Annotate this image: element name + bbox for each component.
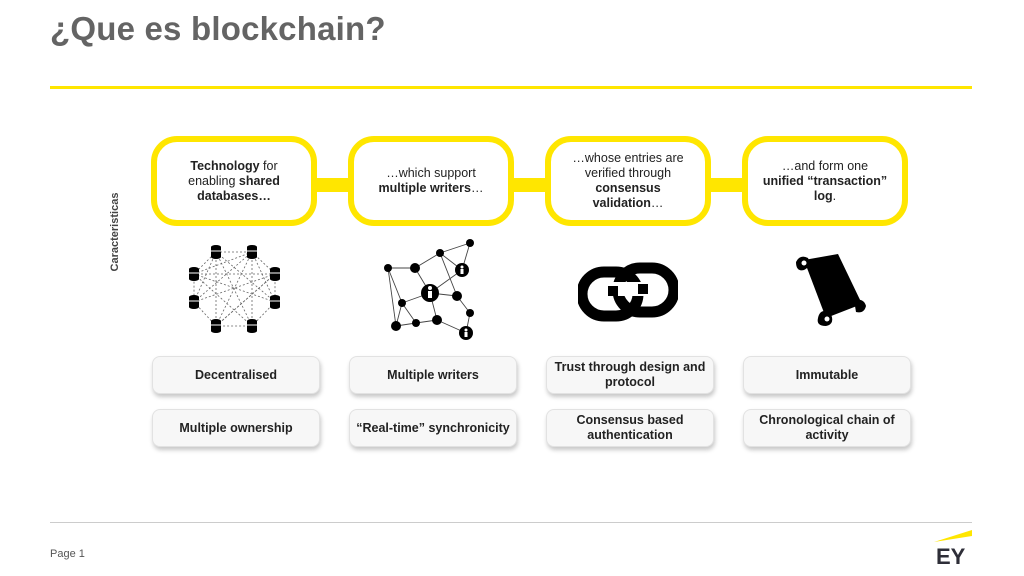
chain-link-log: …and form one unified “transaction” log. [742, 136, 908, 226]
page-number: Page 1 [50, 548, 85, 560]
distributed-database-network-icon [189, 245, 280, 333]
logo-text: EY [936, 544, 966, 568]
chain-link-text: …and form one unified “transaction” log. [762, 158, 888, 203]
feature-decentralised: Decentralised [152, 356, 320, 394]
feature-chronological-chain: Chronological chain of activity [743, 409, 911, 447]
page-title: ¿Que es blockchain? [50, 10, 386, 47]
chain-link-technology: Technology for enabling shared databases… [151, 136, 317, 226]
feature-consensus-auth: Consensus based authentication [546, 409, 714, 447]
chain-link-text: Technology for enabling shared databases… [188, 158, 280, 203]
feature-immutable: Immutable [743, 356, 911, 394]
footer-divider [50, 522, 972, 523]
feature-multiple-writers: Multiple writers [349, 356, 517, 394]
chain-link-consensus: …whose entries are verified through cons… [545, 136, 711, 226]
chain-link-text: …whose entries are verified through cons… [572, 151, 684, 210]
ey-logo: EY [934, 530, 972, 568]
chain-link-icon [578, 262, 678, 322]
chain-link-text: …which support multiple writers… [378, 166, 484, 195]
side-label: Caracteristicas [109, 192, 121, 272]
feature-real-time-sync: “Real-time” synchronicity [349, 409, 517, 447]
title-divider [50, 86, 972, 89]
multi-user-network-icon [384, 239, 474, 340]
chain-connector [706, 178, 746, 192]
chain-connector [312, 178, 352, 192]
chain-link-writers: …which support multiple writers… [348, 136, 514, 226]
feature-trust-design: Trust through design and protocol [546, 356, 714, 394]
feature-multiple-ownership: Multiple ownership [152, 409, 320, 447]
scroll-ledger-icon [796, 254, 866, 326]
chain-connector [509, 178, 549, 192]
